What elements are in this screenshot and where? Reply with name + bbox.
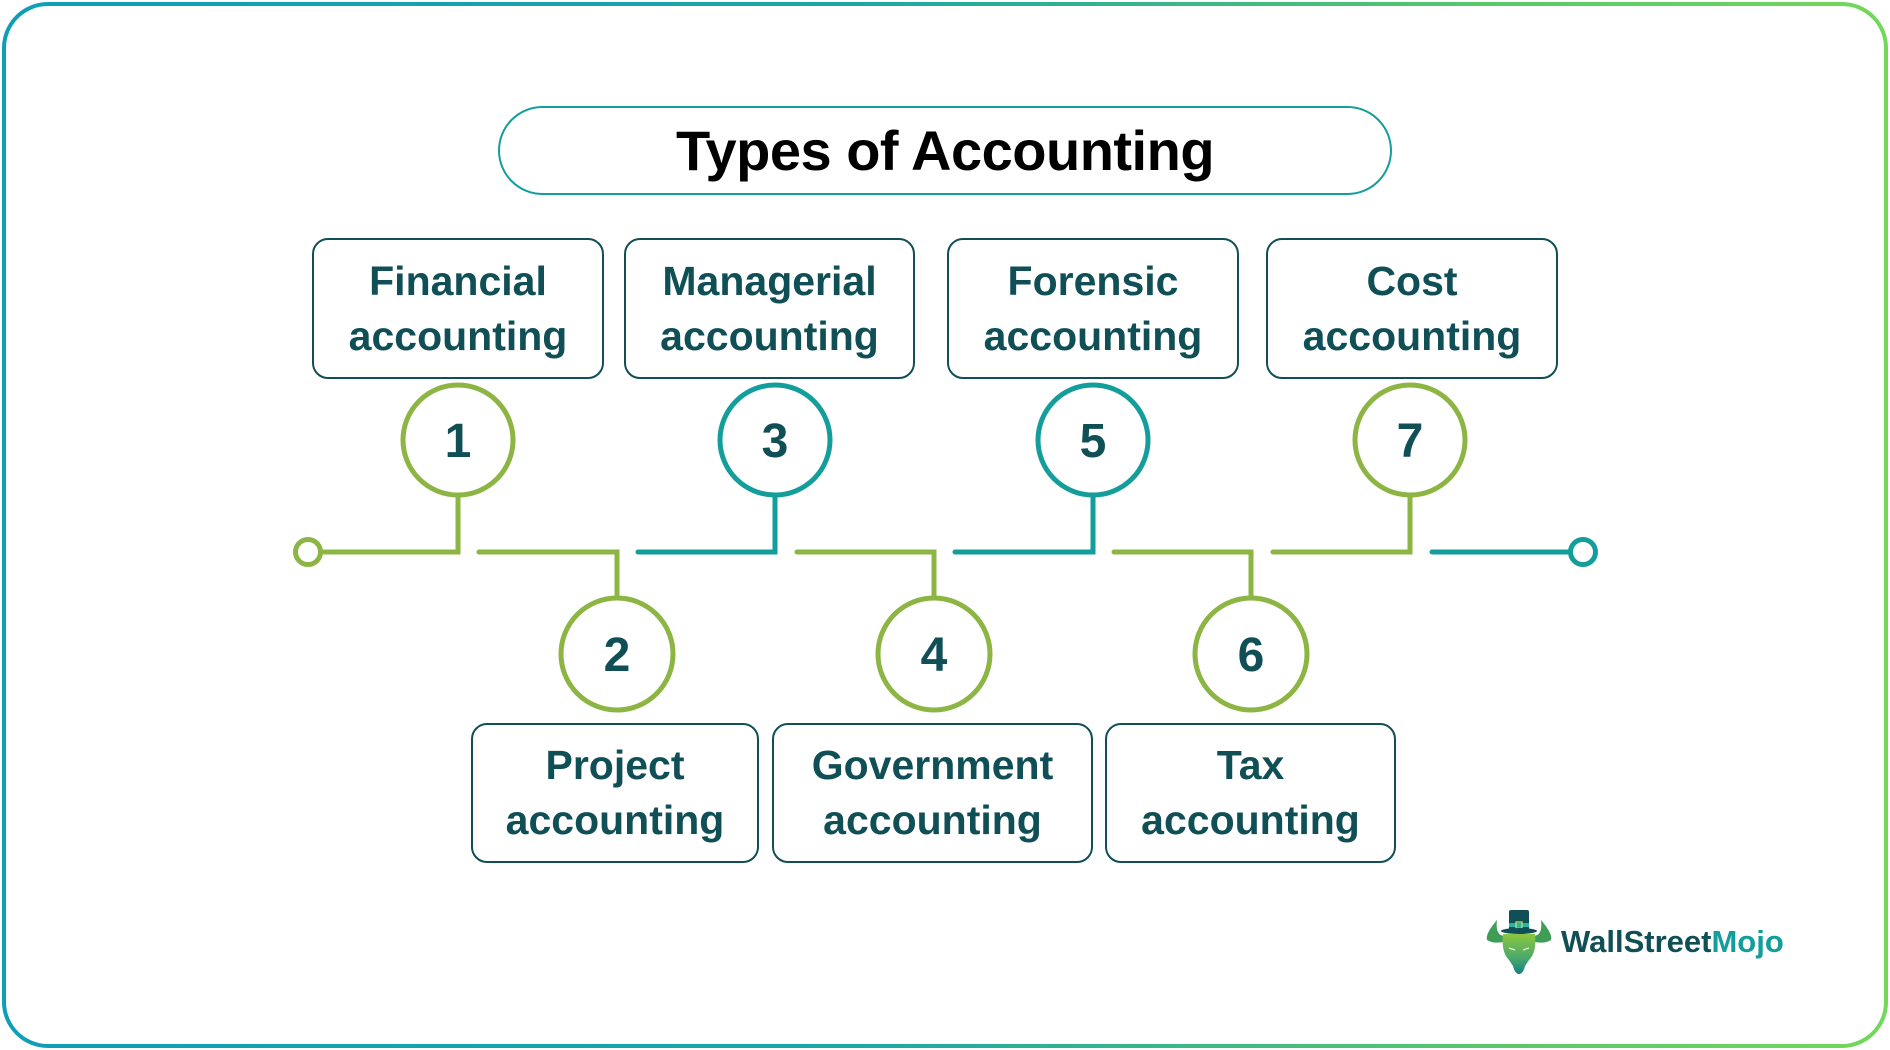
type-box-government: Government accounting: [772, 723, 1093, 863]
number-circle-1: [400, 382, 516, 498]
number-circle-2: [558, 595, 676, 713]
type-label-line1: Managerial: [662, 257, 877, 304]
wallstreetmojo-logo: WallStreetMojo: [1483, 908, 1784, 976]
number-circle-4: [875, 595, 993, 713]
logo-text-wallstreet: WallStreet: [1561, 924, 1712, 959]
title-pill: Types of Accounting: [498, 106, 1392, 195]
type-box-forensic: Forensic accounting: [947, 238, 1239, 379]
type-label-line2: accounting: [505, 797, 725, 843]
page-title: Types of Accounting: [675, 119, 1215, 182]
connector-5: [952, 493, 1096, 555]
number-label-6: 6: [1238, 629, 1265, 682]
type-label-line1: Government: [811, 742, 1054, 788]
connector-4: [794, 549, 937, 600]
timeline-start-node: [293, 537, 323, 567]
connector-1: [318, 493, 461, 555]
number-label-4: 4: [921, 629, 948, 682]
type-box-financial: Financial accounting: [312, 238, 604, 379]
type-box-cost: Cost accounting: [1266, 238, 1558, 379]
number-circle-3: [717, 382, 833, 498]
canvas: [6, 6, 1884, 1044]
number-label-1: 1: [445, 415, 472, 468]
type-label-line1: Project: [545, 742, 685, 788]
connector-2: [476, 549, 620, 600]
type-label-line1: Tax: [1216, 742, 1285, 788]
timeline-end-node: [1568, 537, 1598, 567]
connector-6: [1111, 549, 1254, 600]
number-circle-5: [1035, 382, 1151, 498]
number-label-5: 5: [1080, 415, 1107, 468]
type-label-line2: accounting: [348, 312, 568, 359]
type-box-managerial: Managerial accounting: [624, 238, 915, 379]
type-label-line2: accounting: [1302, 312, 1522, 359]
type-box-project: Project accounting: [471, 723, 759, 863]
type-label-line2: accounting: [823, 797, 1042, 843]
bull-with-top-hat-icon: [1486, 910, 1552, 974]
type-label-line2: accounting: [1141, 797, 1360, 843]
logo-wordmark: WallStreetMojo: [1561, 924, 1784, 960]
type-label-line1: Cost: [1366, 257, 1458, 304]
number-label-7: 7: [1397, 415, 1424, 468]
number-circle-7: [1352, 382, 1468, 498]
type-label-line2: accounting: [983, 312, 1203, 359]
connector-3: [635, 493, 778, 555]
type-box-tax: Tax accounting: [1105, 723, 1396, 863]
type-label-line2: accounting: [660, 312, 879, 359]
type-label-line1: Financial: [369, 257, 547, 304]
number-circle-6: [1192, 595, 1310, 713]
number-label-3: 3: [762, 415, 789, 468]
type-label-line1: Forensic: [1007, 257, 1179, 304]
logo-text-mojo: Mojo: [1711, 924, 1784, 959]
connector-7: [1270, 493, 1413, 555]
number-label-2: 2: [604, 629, 631, 682]
